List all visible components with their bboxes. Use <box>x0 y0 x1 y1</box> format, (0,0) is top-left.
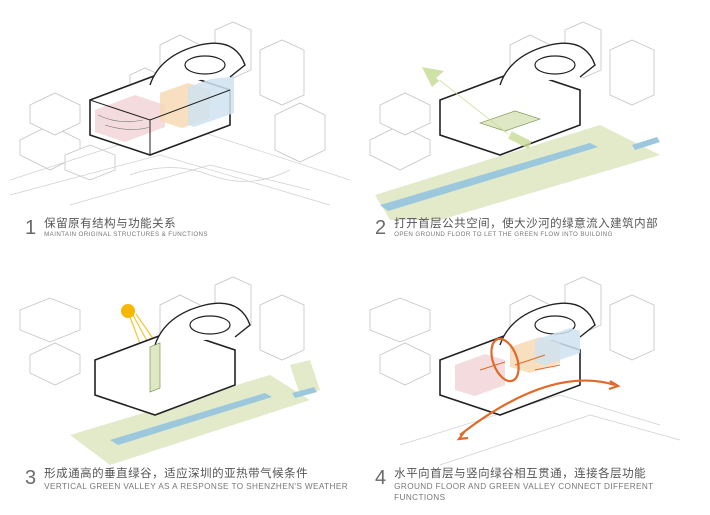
caption-chinese: 保留原有结构与功能关系 <box>44 218 177 230</box>
step-number: 3 <box>25 467 37 489</box>
caption-chinese: 打开首层公共空间，使大沙河的绿意流入建筑内部 <box>394 218 659 230</box>
diagram-panel-4: 4 水平向首层与竖向绿谷相互贯通，连接各层功能 GROUND FLOOR AND… <box>360 265 700 502</box>
caption-2: 2 打开首层公共空间，使大沙河的绿意流入建筑内部 OPEN GROUND FLO… <box>375 218 658 239</box>
caption-chinese: 形成通高的垂直绿谷，适应深圳的亚热带气候条件 <box>44 468 309 480</box>
site-lines <box>399 394 681 466</box>
isometric-diagram-1 <box>10 21 350 206</box>
green-flow-arrow <box>422 67 532 149</box>
caption-3: 3 形成通高的垂直绿谷，适应深圳的亚热带气候条件 VERTICAL GREEN … <box>25 468 348 492</box>
caption-1: 1 保留原有结构与功能关系 MAINTAIN ORIGINAL STRUCTUR… <box>25 218 208 239</box>
diagram-panel-1: 1 保留原有结构与功能关系 MAINTAIN ORIGINAL STRUCTUR… <box>10 5 350 238</box>
river <box>380 143 598 211</box>
main-building <box>439 42 596 156</box>
caption-english: GROUND FLOOR AND GREEN VALLEY CONNECT DI… <box>394 482 654 502</box>
connection-arrows <box>456 337 621 441</box>
river <box>110 393 272 445</box>
caption-4: 4 水平向首层与竖向绿谷相互贯通，连接各层功能 GROUND FLOOR AND… <box>375 468 700 503</box>
main-building <box>89 42 246 156</box>
sun-icon <box>121 304 135 318</box>
main-building <box>94 302 251 416</box>
pond <box>632 137 660 150</box>
caption-english: MAINTAIN ORIGINAL STRUCTURES & FUNCTIONS <box>44 231 208 238</box>
caption-english: VERTICAL GREEN VALLEY AS A RESPONSE TO S… <box>44 482 349 491</box>
step-number: 4 <box>375 467 387 489</box>
context-buildings <box>19 21 326 181</box>
isometric-diagram-4 <box>369 276 681 466</box>
caption-english: OPEN GROUND FLOOR TO LET THE GREEN FLOW … <box>394 231 613 238</box>
caption-chinese: 水平向首层与竖向绿谷相互贯通，连接各层功能 <box>394 468 647 480</box>
isometric-diagram-3 <box>19 276 320 465</box>
diagram-panel-3: 3 形成通高的垂直绿谷，适应深圳的亚热带气候条件 VERTICAL GREEN … <box>10 265 350 491</box>
diagram-panel-2: 2 打开首层公共空间，使大沙河的绿意流入建筑内部 OPEN GROUND FLO… <box>360 5 700 238</box>
step-number: 1 <box>25 217 37 239</box>
green-strip <box>290 360 320 395</box>
isometric-diagram-2 <box>369 21 660 220</box>
pond <box>292 387 317 398</box>
step-number: 2 <box>375 217 387 239</box>
main-building <box>439 302 596 416</box>
